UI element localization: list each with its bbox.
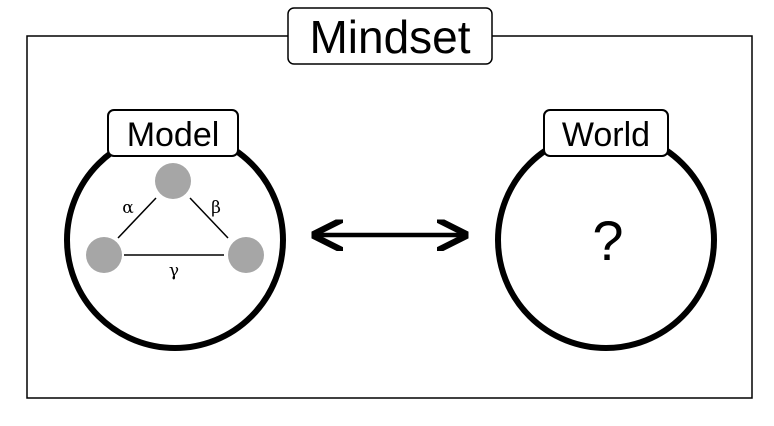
node-top (155, 163, 191, 199)
label-alpha: α (122, 198, 134, 218)
world-label: World (562, 116, 650, 154)
diagram-title: Mindset (309, 11, 470, 63)
node-left (86, 237, 122, 273)
question-mark-icon: ? (592, 209, 623, 272)
label-beta: β (211, 198, 221, 218)
world-label-tag (543, 109, 669, 157)
model-label: Model (127, 116, 220, 154)
edge-alpha (117, 197, 157, 239)
model-label-tag (107, 109, 239, 157)
label-gamma: γ (169, 261, 179, 281)
node-right (228, 237, 264, 273)
edge-beta (189, 197, 229, 239)
title-tag (287, 7, 493, 65)
